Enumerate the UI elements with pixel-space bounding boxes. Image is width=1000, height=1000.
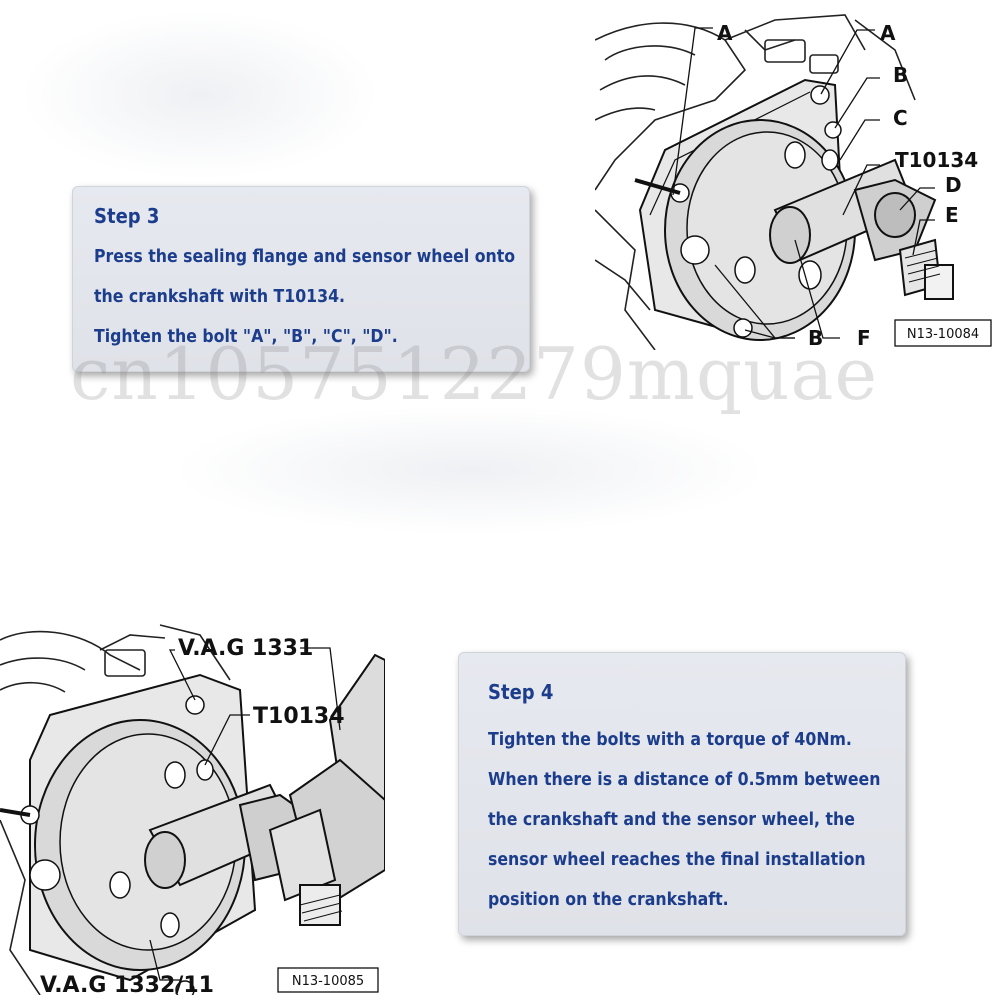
figure-top-svg: A A B C T10134 D E B F N13-10084 [595, 14, 992, 350]
step-4-line-1: Tighten the bolts with a torque of 40Nm. [488, 730, 852, 750]
label-c: C [893, 106, 908, 130]
figure-bottom-svg: V.A.G 1331 T10134 V.A.G 1332/11 N13-1008… [0, 624, 385, 995]
step-3-line-2: the crankshaft with T10134. [94, 287, 345, 307]
step-4-card: Step 4 Tighten the bolts with a torque o… [458, 652, 906, 936]
step-3-card: Step 3 Press the sealing flange and sens… [72, 186, 530, 372]
label-b-bottom: B [808, 326, 823, 350]
label-d: D [945, 173, 962, 197]
figure-top-ref-box [894, 319, 992, 347]
figure-bottom-ref-box [277, 967, 379, 993]
step-3-line-3: Tighten the bolt "A", "B", "C", "D". [94, 327, 398, 347]
label-b-top: B [893, 63, 908, 87]
figure-top-ref: N13-10084 [907, 327, 979, 342]
step-4-line-2: When there is a distance of 0.5mm betwee… [488, 770, 881, 790]
figure-bottom-diagram: V.A.G 1331 T10134 V.A.G 1332/11 N13-1008… [0, 620, 385, 995]
step-4-title: Step 4 [488, 680, 554, 704]
label-vag-1332-11: V.A.G 1332/11 [40, 973, 214, 995]
step-4-line-5: position on the crankshaft. [488, 890, 729, 910]
step-4-line-3: the crankshaft and the sensor wheel, the [488, 810, 855, 830]
label-e: E [945, 203, 959, 227]
label-vag-1331: V.A.G 1331 [178, 636, 313, 661]
step-3-title: Step 3 [94, 204, 160, 228]
step-4-line-4: sensor wheel reaches the final installat… [488, 850, 866, 870]
watermark-shape-top [20, 10, 380, 180]
step-3-line-1: Press the sealing flange and sensor whee… [94, 247, 516, 267]
label-tool-t10134: T10134 [895, 148, 978, 172]
label-a-left: A [717, 21, 733, 45]
label-tool-t10134-bottom: T10134 [253, 704, 345, 729]
watermark-shape-middle [170, 405, 770, 535]
watermark-text: cn1057512279mquae [70, 332, 879, 416]
figure-top-diagram: A A B C T10134 D E B F N13-10084 [595, 10, 995, 350]
label-a-right: A [880, 21, 896, 45]
label-f: F [857, 326, 871, 350]
figure-bottom-ref: N13-10085 [292, 974, 364, 989]
